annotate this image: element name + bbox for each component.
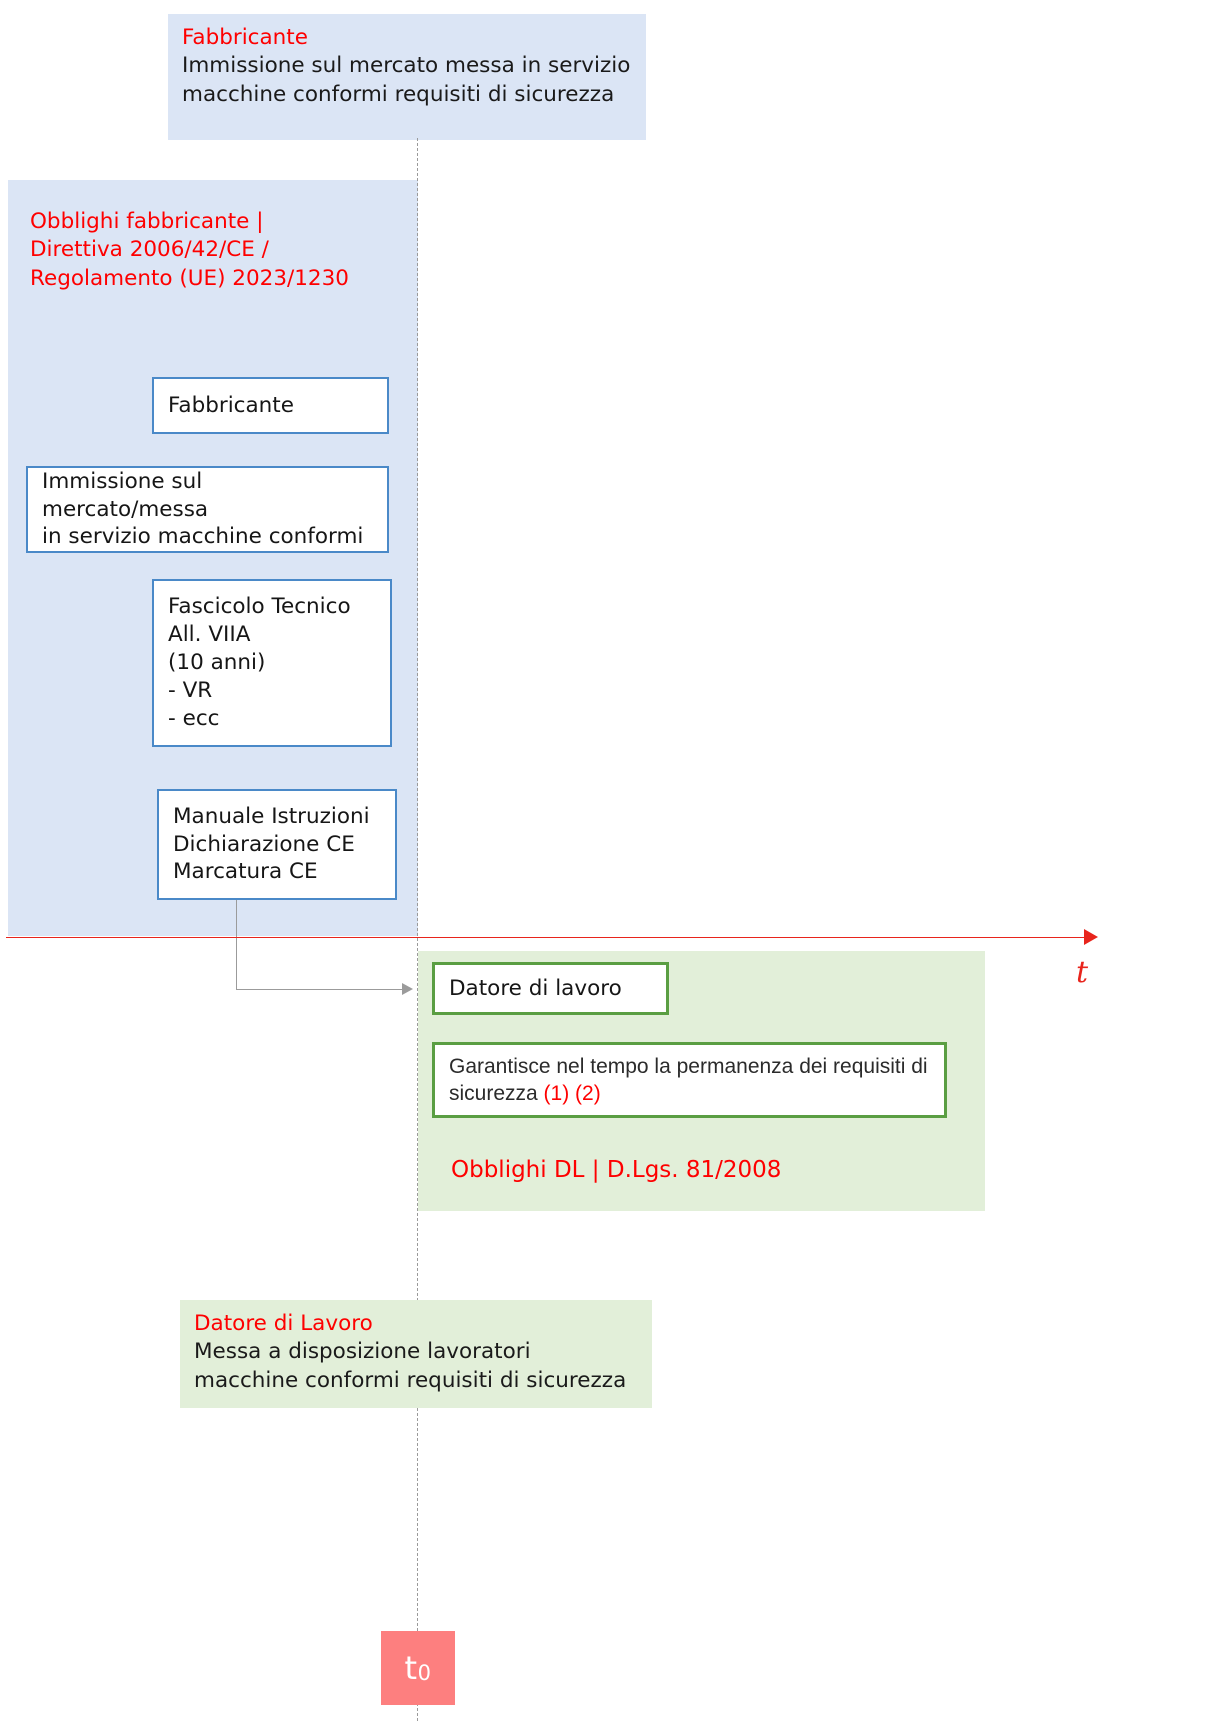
callout-fabbricante-top: Fabbricante Immissione sul mercato messa… — [168, 14, 646, 140]
panel-obblighi-fabbricante-heading: Obblighi fabbricante | Direttiva 2006/42… — [30, 208, 410, 308]
box-fascicolo-tecnico: Fascicolo Tecnico All. VIIA (10 anni) - … — [152, 579, 392, 747]
heading-line-1: Obblighi fabbricante | — [30, 209, 264, 234]
box-garantisce-requisiti-main: Garantisce nel tempo la permanenza dei r… — [449, 1054, 928, 1105]
box-garantisce-requisiti-notes: (1) (2) — [543, 1082, 601, 1105]
box-manuale-istruzioni-line-3: Marcatura CE — [173, 859, 318, 885]
box-immissione-mercato-line-2: in servizio macchine conformi — [42, 524, 364, 550]
callout-fabbricante-top-heading: Fabbricante — [182, 25, 308, 50]
tzero-marker-subscript: 0 — [417, 1661, 432, 1685]
box-immissione-mercato: Immissione sul mercato/messa in servizio… — [26, 466, 389, 553]
callout-fabbricante-top-text: Immissione sul mercato messa in servizio… — [182, 53, 631, 107]
panel-obblighi-dl-heading: Obblighi DL | D.Lgs. 81/2008 — [451, 1155, 971, 1195]
panel-obblighi-dl-heading-text: Obblighi DL | D.Lgs. 81/2008 — [451, 1157, 782, 1183]
box-fascicolo-tecnico-line-2: All. VIIA — [168, 622, 251, 648]
box-fascicolo-tecnico-line-5: - ecc — [168, 705, 220, 731]
box-manuale-istruzioni-line-1: Manuale Istruzioni — [173, 803, 370, 829]
heading-line-3: Regolamento (UE) 2023/1230 — [30, 265, 349, 291]
tzero-guide-line — [417, 138, 418, 1721]
box-datore-di-lavoro-label: Datore di lavoro — [449, 975, 622, 1001]
time-axis-label: t — [1076, 955, 1089, 990]
box-immissione-mercato-line-1: Immissione sul mercato/messa — [42, 468, 209, 522]
callout-datore-lavoro-bottom-text: Messa a disposizione lavoratori macchine… — [194, 1339, 627, 1393]
box-garantisce-requisiti: Garantisce nel tempo la permanenza dei r… — [432, 1042, 947, 1118]
callout-datore-lavoro-bottom: Datore di Lavoro Messa a disposizione la… — [180, 1300, 652, 1408]
connector-arrowhead-icon — [402, 982, 413, 995]
box-fabbricante-line-1: Fabbricante — [168, 392, 294, 418]
heading-line-2: Direttiva 2006/42/CE / — [30, 237, 269, 263]
tzero-marker-label: t — [404, 1649, 418, 1687]
box-garantisce-requisiti-text: Garantisce nel tempo la permanenza dei r… — [449, 1053, 930, 1108]
connector-vertical-segment — [236, 900, 237, 989]
box-manuale-istruzioni-line-2: Dichiarazione CE — [173, 831, 355, 857]
box-fabbricante: Fabbricante — [152, 377, 389, 434]
box-fascicolo-tecnico-line-1: Fascicolo Tecnico — [168, 594, 351, 620]
box-fascicolo-tecnico-line-4: - VR — [168, 677, 213, 703]
connector-horizontal-segment — [236, 989, 403, 990]
callout-datore-lavoro-bottom-heading: Datore di Lavoro — [194, 1311, 373, 1336]
time-axis-line — [6, 937, 1086, 938]
box-fascicolo-tecnico-line-3: (10 anni) — [168, 650, 266, 676]
box-manuale-istruzioni: Manuale Istruzioni Dichiarazione CE Marc… — [157, 789, 397, 900]
box-datore-di-lavoro: Datore di lavoro — [432, 962, 669, 1015]
time-axis-arrowhead-icon — [1084, 929, 1098, 945]
